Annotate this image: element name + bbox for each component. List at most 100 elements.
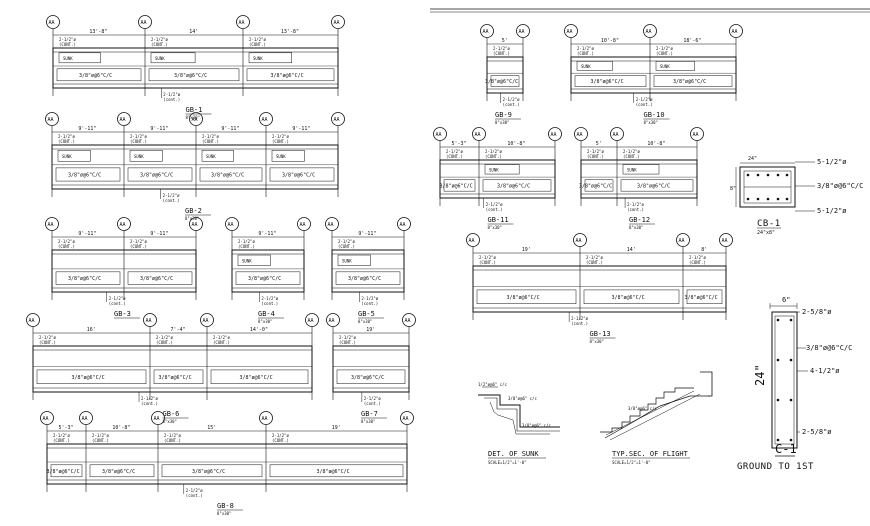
bar-note: 2-1/2"ø: [130, 239, 147, 244]
cb1-bars: [746, 173, 789, 201]
bar-note-tag: (CONT.): [151, 42, 168, 47]
span-dimension: 10'-8": [601, 38, 619, 44]
span-dimension: 14'-0": [250, 327, 268, 333]
bar-note-tag: (CONT.): [202, 139, 219, 144]
sunk-label: SUNK: [62, 154, 72, 159]
stirrup-note: 3/8"ø@6"C/C: [685, 295, 718, 301]
c1-outline: [771, 311, 798, 449]
sunk-note-top: 1/2"ø@6" c/c: [478, 382, 507, 387]
grid-label: AA: [483, 29, 489, 35]
bar-note: 2-1/2"ø: [58, 134, 75, 139]
beam-size: 8"x30": [361, 419, 375, 424]
bottom-bar-tag: (cont.): [486, 207, 503, 212]
stirrup-note: 3/8"ø@6"C/C: [174, 73, 207, 79]
grid-label: AA: [43, 416, 49, 422]
stirrup-note: 3/8"ø@6"C/C: [673, 79, 706, 85]
stirrup-note: 3/8"ø@6"C/C: [579, 183, 612, 189]
cb1-bottom-bars: 5-1/2"ø: [817, 207, 847, 215]
beam-size: 8"x30": [644, 120, 658, 125]
grid-label: AA: [577, 132, 583, 138]
c1-bars: [776, 318, 793, 442]
grid-label: AA: [567, 29, 573, 35]
stirrup-note: 3/8"ø@6"C/C: [68, 276, 101, 282]
span-dimension: 10'-8": [507, 141, 525, 147]
sunk-note-mid: 3/8"ø@6" c/c: [508, 396, 537, 401]
span-dimension: 18'-6": [683, 38, 701, 44]
beam-outline: [231, 249, 305, 293]
bar-note: 2-1/2"ø: [249, 37, 266, 42]
bar-note-tag: (CONT.): [577, 51, 594, 56]
flight-scale: SCALE=1/2"=1'-0": [612, 460, 651, 465]
grid-bubble: [326, 313, 340, 327]
bar-note: 2-1/2"ø: [272, 433, 289, 438]
grid-label: AA: [192, 117, 198, 123]
beam-outline: [51, 144, 339, 190]
grid-bubble: [573, 233, 587, 247]
bar-note: 2-1/2"ø: [53, 433, 70, 438]
bar-note: 2-1/2"ø: [586, 255, 603, 260]
stirrup-note: 3/8"ø@6"C/C: [440, 183, 473, 189]
bottom-bar-note: 2-1/2"ø: [361, 296, 378, 301]
grid-bubble: [516, 24, 530, 38]
span-dimension: 14': [627, 247, 636, 253]
span-dimension: 5'-3": [59, 425, 74, 431]
grid-bubble: [690, 127, 704, 141]
grid-bubble: [433, 127, 447, 141]
grid-label: AA: [146, 318, 152, 324]
stirrup-note: 3/8"ø@6"C/C: [637, 183, 670, 189]
span-dimension: 9'-11": [358, 231, 376, 237]
bottom-bar-note: 2-1/2"ø: [109, 296, 126, 301]
grid-label: AA: [328, 222, 334, 228]
grid-bubble: [259, 411, 273, 425]
bar-note: 2-1/2"ø: [156, 335, 173, 340]
sunk-label: SUNK: [276, 154, 286, 159]
bar-note: 2-1/2"ø: [130, 134, 147, 139]
grid-bubble: [225, 217, 239, 231]
bottom-bar-tag: (cont.): [163, 198, 180, 203]
grid-label: AA: [613, 132, 619, 138]
span-dimension: 10'-8": [647, 141, 665, 147]
svg-text:3/8"ø@6" c/c: 3/8"ø@6" c/c: [628, 406, 657, 411]
bar-note: 2-1/2"ø: [164, 433, 181, 438]
stirrup-note: 3/8"ø@6"C/C: [68, 173, 101, 179]
cb1-width: 24": [748, 156, 757, 162]
beam-title: GB-13: [590, 330, 611, 338]
beam-outline: [331, 249, 405, 293]
bar-note-tag: (CONT.): [39, 340, 56, 345]
bar-note-tag: (CONT.): [272, 139, 289, 144]
cb1-size: 24"x8": [757, 230, 775, 236]
bar-note: 2-1/2"ø: [485, 149, 502, 154]
span-dimension: 9'-11": [78, 231, 96, 237]
bar-note-tag: (CONT.): [479, 260, 496, 265]
grid-bubble: [548, 127, 562, 141]
span-dimension: 5': [502, 38, 508, 44]
bottom-bar-tag: (cont.): [627, 207, 644, 212]
span-dimension: 9'-11": [292, 126, 310, 132]
bottom-bar-tag: (cont.): [503, 102, 520, 107]
bottom-bar-tag: (cont.): [571, 321, 588, 326]
beam-title: GB-10: [644, 111, 665, 119]
beam-outline: [439, 159, 556, 199]
c1-title: C-1: [775, 442, 797, 456]
grid-bubble: [45, 112, 59, 126]
grid-label: AA: [469, 238, 475, 244]
span-dimension: 14': [189, 29, 198, 35]
bottom-bar-note: 2-1/2"ø: [364, 396, 381, 401]
cb1-title: CB-1: [757, 219, 781, 229]
beam-title: GB-2: [185, 207, 202, 215]
grid-label: AA: [405, 318, 411, 324]
sunk-label: SUNK: [253, 56, 263, 61]
grid-bubble: [236, 15, 250, 29]
bottom-bar-note: 2-1/2"ø: [163, 92, 180, 97]
c1-bars-top: 2-5/8"ø: [802, 308, 832, 316]
beam-title: GB-11: [488, 216, 509, 224]
